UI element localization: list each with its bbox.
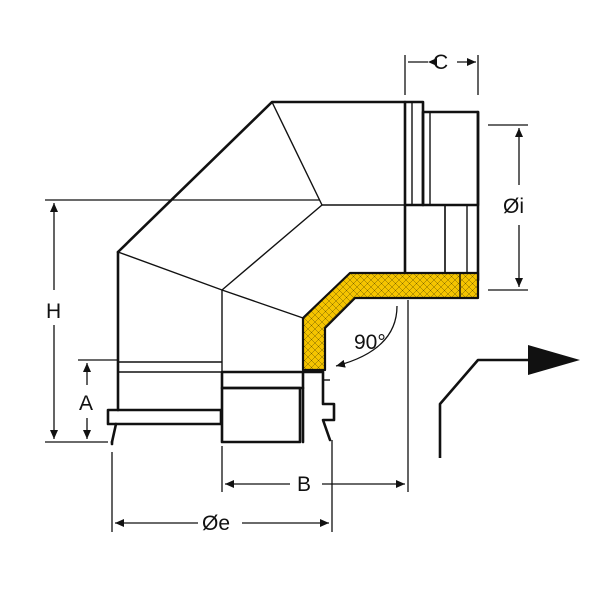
insulation-section xyxy=(301,271,480,372)
direction-arrow-icon xyxy=(438,345,580,458)
lower-collar xyxy=(106,370,336,446)
label-de: Øe xyxy=(202,512,230,535)
label-angle: 90° xyxy=(354,331,386,354)
dimension-a: A xyxy=(78,359,118,439)
dimension-h: H xyxy=(45,199,320,443)
label-c: C xyxy=(433,51,448,74)
dimension-de: Øe xyxy=(111,440,333,535)
elbow-body xyxy=(116,100,407,412)
angle-annotation: 90° xyxy=(335,305,398,368)
dimension-c: C xyxy=(404,51,479,95)
label-b: B xyxy=(297,473,311,496)
upper-collar xyxy=(403,100,480,282)
dimension-di: Øi xyxy=(488,124,528,291)
label-h: H xyxy=(46,300,61,323)
label-di: Øi xyxy=(503,195,524,218)
label-a: A xyxy=(79,392,93,415)
dimension-b: B xyxy=(221,300,409,496)
